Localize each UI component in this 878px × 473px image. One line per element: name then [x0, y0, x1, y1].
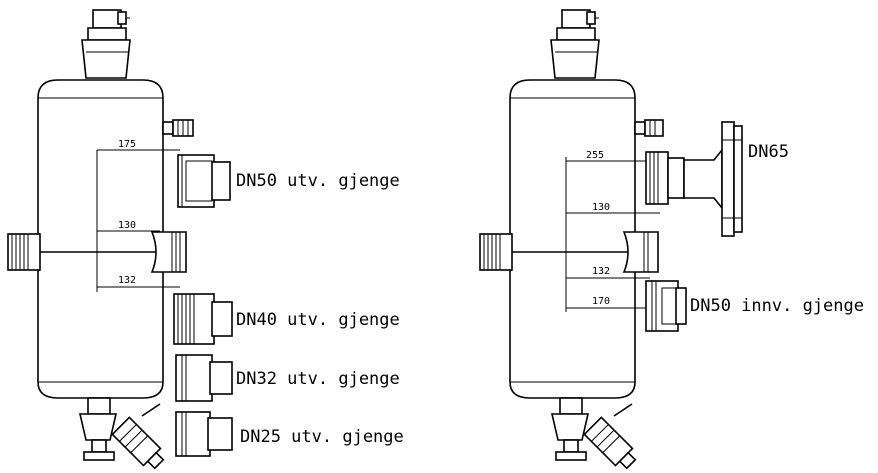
right-vessel-body — [509, 79, 636, 399]
dim-132-right: 132 — [592, 266, 610, 277]
right-dimensions: 255 130 132 170 — [565, 150, 660, 312]
label-dn65: DN65 — [748, 142, 789, 162]
flange-dn65 — [645, 121, 743, 237]
adapter-dn25-ext — [175, 411, 233, 457]
dim-175: 175 — [118, 139, 136, 150]
dim-132: 132 — [118, 275, 136, 286]
right-separator — [479, 9, 664, 470]
left-air-vent — [81, 9, 131, 79]
label-dn25-ext: DN25 utv. gjenge — [240, 427, 404, 447]
adapter-dn40-ext — [173, 293, 233, 345]
label-dn40-ext: DN40 utv. gjenge — [236, 310, 400, 330]
dim-130: 130 — [118, 220, 136, 231]
left-sensor-fitting — [162, 119, 194, 137]
left-separator — [7, 9, 194, 470]
right-sensor-fitting — [634, 119, 664, 137]
adapter-dn50-ext — [177, 154, 231, 208]
left-vessel-body — [37, 79, 164, 399]
right-outlet-connection — [622, 231, 659, 273]
dim-170: 170 — [592, 296, 610, 307]
right-air-vent — [550, 9, 600, 79]
label-dn32-ext: DN32 utv. gjenge — [236, 369, 400, 389]
left-drain-valve — [78, 397, 165, 470]
right-inlet-connection — [479, 233, 513, 271]
label-dn50-ext: DN50 utv. gjenge — [236, 171, 400, 191]
left-outlet-connection — [150, 231, 187, 273]
left-dimensions: 175 130 132 — [96, 139, 180, 292]
adapter-dn32-ext — [175, 354, 233, 402]
dim-255: 255 — [586, 150, 604, 161]
right-drain-valve — [550, 397, 637, 470]
left-inlet-connection — [7, 233, 41, 271]
dim-130-right: 130 — [592, 202, 610, 213]
label-dn50-int: DN50 innv. gjenge — [690, 296, 864, 316]
adapter-dn50-int — [645, 280, 687, 332]
